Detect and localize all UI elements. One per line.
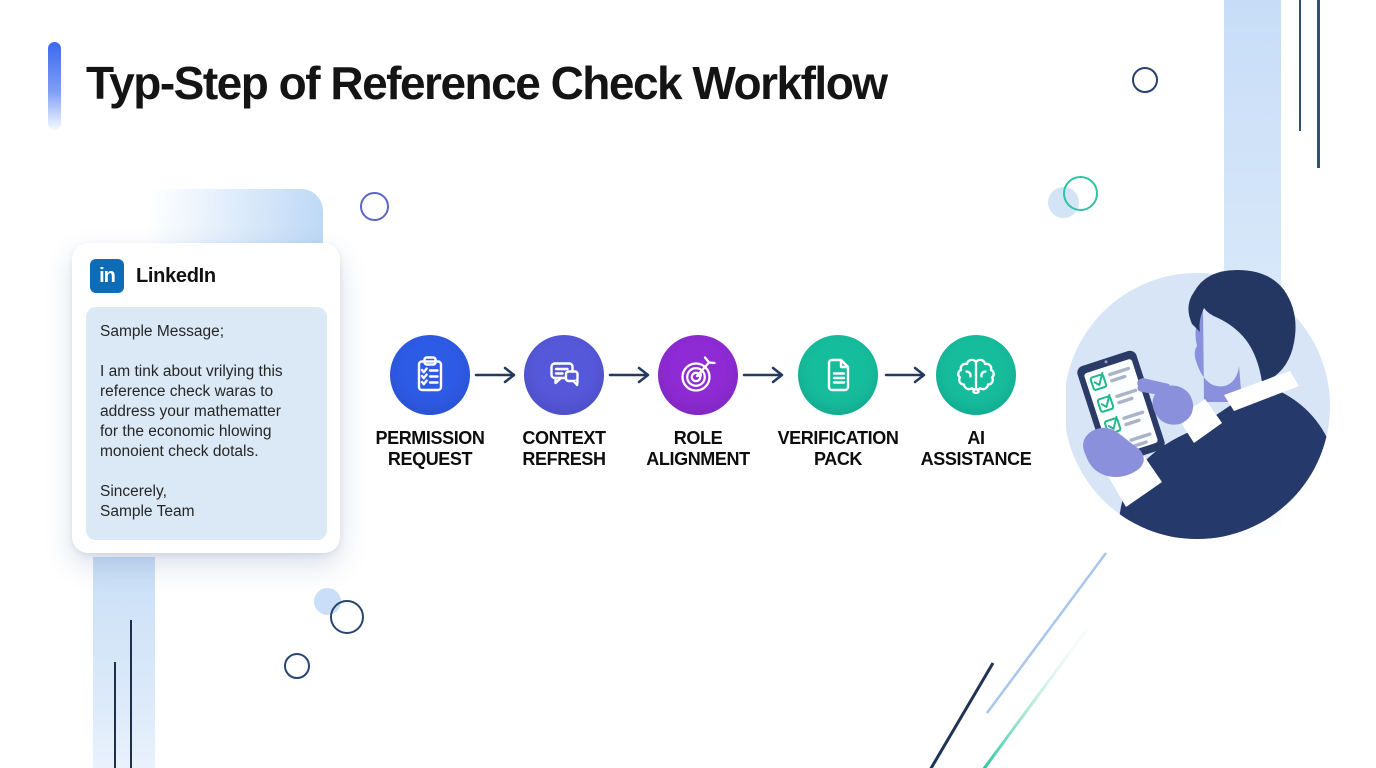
step-verification-pack: VERIFICATION PACK: [768, 335, 908, 470]
background-stripe-left: [93, 557, 155, 768]
decor-vertical-line-bottom-left-1: [114, 662, 116, 768]
step-circle-5: [936, 335, 1016, 415]
message-body: I am tink about vrilying this reference …: [100, 363, 283, 460]
page-title: Typ-Step of Reference Check Workflow: [86, 57, 888, 109]
linkedin-message-box: Sample Message; I am tink about vrilying…: [86, 307, 327, 540]
step-label: PERMISSION REQUEST: [375, 428, 485, 469]
arrow-icon: [608, 366, 650, 384]
step-circle-4: [798, 335, 878, 415]
person-right-cuff: [1178, 399, 1222, 443]
message-closing: Sincerely,: [100, 483, 167, 500]
chat-bubbles-icon: [550, 362, 579, 387]
step-circle-1: [390, 335, 470, 415]
message-signature: Sample Team: [100, 503, 195, 520]
linkedin-message-card: in LinkedIn Sample Message; I am tink ab…: [72, 243, 340, 553]
linkedin-logo-icon: in: [90, 259, 124, 293]
decor-circle-outline-navy-bottom-2: [284, 653, 310, 679]
person-left-cuff: [1108, 453, 1162, 507]
step-label: ROLE ALIGNMENT: [646, 428, 750, 469]
person-left-hand: [1083, 427, 1144, 477]
linkedin-card-header: in LinkedIn: [72, 243, 340, 303]
decor-vertical-line-top-right-2: [1317, 0, 1320, 168]
person-hair: [1188, 270, 1296, 382]
step-label: VERIFICATION PACK: [777, 428, 899, 469]
step-circle-2: [524, 335, 604, 415]
message-greeting: Sample Message;: [100, 323, 225, 340]
arrow-icon: [742, 366, 784, 384]
person-tablet-illustration: [1066, 270, 1330, 539]
document-icon: [827, 358, 850, 392]
arrow-icon: [474, 366, 516, 384]
step-label: AI ASSISTANCE: [920, 428, 1032, 469]
decor-circle-outline-teal: [1063, 176, 1098, 211]
decor-vertical-line-top-right-1: [1299, 0, 1301, 131]
step-role-alignment: ROLE ALIGNMENT: [628, 335, 768, 470]
decor-circle-outline-navy-bottom-1: [330, 600, 364, 634]
step-label: CONTEXT REFRESH: [522, 428, 606, 469]
decor-circle-outline-periwinkle: [360, 192, 389, 221]
clipboard-checklist-icon: [417, 356, 443, 392]
title-accent-bar: [48, 42, 61, 130]
step-circle-3: [658, 335, 738, 415]
arrow-icon: [884, 366, 926, 384]
brain-icon: [957, 358, 995, 395]
decor-vertical-line-bottom-left-2: [130, 620, 132, 768]
target-dart-icon: [681, 356, 716, 392]
linkedin-brand-label: LinkedIn: [136, 264, 216, 287]
person-collar: [1224, 371, 1299, 411]
step-context-refresh: CONTEXT REFRESH: [494, 335, 634, 470]
person-index-finger: [1137, 378, 1170, 396]
step-ai-assistance: AI ASSISTANCE: [906, 335, 1046, 470]
step-permission-request: PERMISSION REQUEST: [360, 335, 500, 470]
decor-circle-outline-navy-top-right: [1132, 67, 1158, 93]
